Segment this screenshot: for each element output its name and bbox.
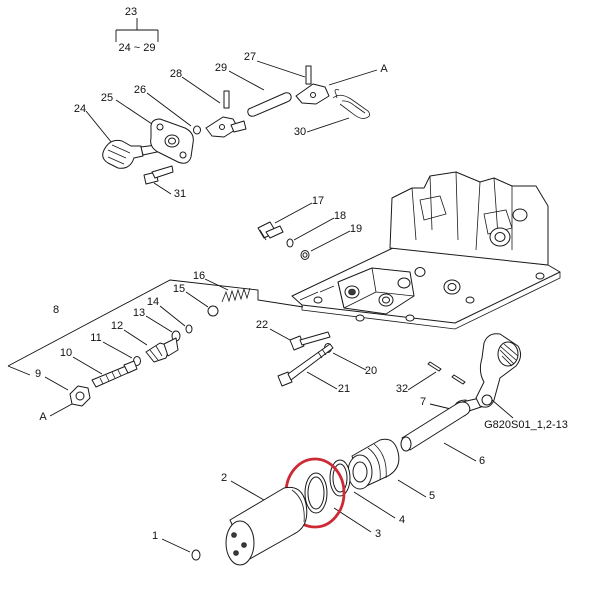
- group-8-bracket: 8: [7, 279, 304, 376]
- label-21: 21: [338, 383, 350, 395]
- part-1-oring: 1: [152, 530, 201, 561]
- label-6: 6: [479, 455, 485, 467]
- label-22: 22: [256, 319, 268, 331]
- part-29-pin: 29: [215, 62, 292, 117]
- label-9: 9: [35, 368, 41, 380]
- label-11: 11: [90, 332, 101, 344]
- part-13-oring: 13: [133, 307, 181, 342]
- part-17-plug: 17: [257, 195, 324, 241]
- part-28-lever: 28: [170, 68, 247, 138]
- part-26-ring: 26: [134, 84, 201, 135]
- part-15-ball: 15: [173, 283, 219, 317]
- label-27: 27: [244, 51, 256, 63]
- label-8: 8: [53, 304, 59, 316]
- label-10: 10: [60, 347, 72, 359]
- part-6-rod: 6: [400, 401, 485, 467]
- part-5-piston: 5: [347, 438, 435, 502]
- label-24-29: 24 ~ 29: [118, 42, 155, 54]
- part-9-nut: 9 A: [35, 368, 91, 423]
- part-10-stem: 10: [60, 347, 138, 388]
- label-5: 5: [429, 490, 435, 502]
- label-30: 30: [294, 126, 306, 138]
- part-25-plate: 25: [101, 92, 194, 164]
- part-21-bolt: 21: [277, 343, 350, 395]
- label-24: 24: [74, 103, 86, 115]
- label-17: 17: [312, 195, 324, 207]
- label-25: 25: [101, 92, 113, 104]
- part-12-fitting: 12: [111, 320, 179, 363]
- label-reference-code: G820S01_1,2-13: [484, 419, 568, 431]
- label-26: 26: [134, 84, 146, 96]
- part-19-washer: 19: [300, 223, 362, 260]
- label-16: 16: [193, 270, 205, 282]
- label-19: 19: [350, 223, 362, 235]
- part-11-oring: 11: [90, 332, 141, 366]
- label-a-top: A: [380, 63, 388, 75]
- part-18-oring: 18: [286, 210, 346, 248]
- part-3-ring: 3: [304, 472, 381, 540]
- label-28: 28: [170, 68, 182, 80]
- part-24-knob: 24: [74, 103, 158, 169]
- label-23: 23: [125, 6, 137, 18]
- part-22-bolt: 22: [256, 319, 331, 351]
- label-20: 20: [365, 365, 377, 377]
- valve-body-housing: [291, 171, 561, 330]
- label-2: 2: [221, 472, 227, 484]
- part-31-bolt: 31: [143, 165, 186, 200]
- label-7: 7: [420, 396, 426, 408]
- label-15: 15: [173, 283, 185, 295]
- part-30-spring-pin: 30: [294, 89, 370, 138]
- part-2-cylinder: 2: [221, 472, 308, 566]
- label-3: 3: [375, 528, 381, 540]
- label-13: 13: [133, 307, 145, 319]
- label-a-bottom: A: [39, 411, 47, 423]
- part-32-pins: 32: [396, 361, 466, 395]
- label-29: 29: [215, 62, 227, 74]
- label-4: 4: [399, 514, 405, 526]
- label-1: 1: [152, 530, 158, 542]
- part-27-clip: 27 A: [244, 51, 388, 105]
- label-14: 14: [147, 296, 159, 308]
- group-23-bracket: 23 24 ~ 29: [115, 6, 159, 54]
- label-18: 18: [334, 210, 346, 222]
- label-32: 32: [396, 383, 408, 395]
- label-31: 31: [174, 188, 186, 200]
- part-lever-arm: G820S01_1,2-13: [475, 333, 568, 431]
- part-16-spring: 16: [193, 270, 251, 303]
- part-14-oring: 14: [147, 296, 193, 334]
- label-12: 12: [111, 320, 123, 332]
